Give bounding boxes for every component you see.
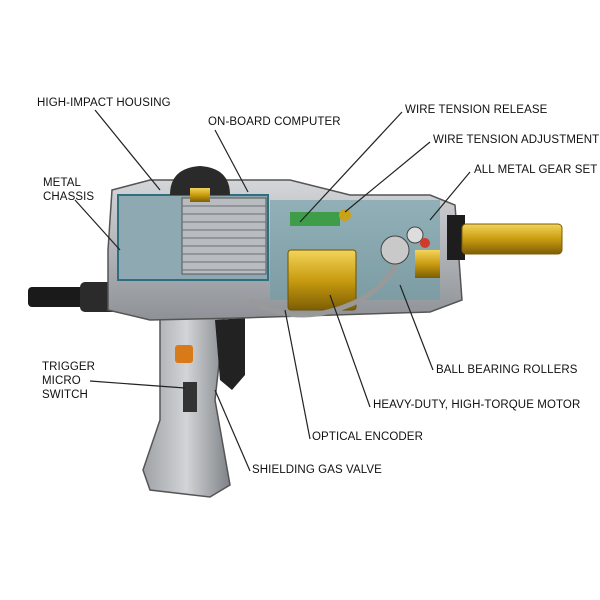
label-high-impact-housing: HIGH-IMPACT HOUSING (37, 97, 171, 109)
label-optical-encoder: OPTICAL ENCODER (312, 431, 423, 443)
label-shielding-gas-valve: SHIELDING GAS VALVE (252, 464, 382, 476)
motor (287, 249, 357, 311)
label-trigger-line2: MICRO (42, 375, 81, 387)
leader-lines (74, 109, 471, 472)
nozzle (461, 223, 563, 255)
wire-spool (181, 197, 267, 275)
label-all-metal-gear-set: ALL METAL GEAR SET (474, 164, 598, 176)
label-motor: HEAVY-DUTY, HIGH-TORQUE MOTOR (373, 399, 581, 411)
label-metal-chassis-line2: CHASSIS (43, 191, 95, 203)
trigger-micro-switch (183, 382, 197, 412)
gear-set (380, 235, 410, 265)
label-wire-tension-adjustment: WIRE TENSION ADJUSTMENT (433, 134, 600, 146)
label-trigger-line1: TRIGGER (42, 361, 96, 373)
spool-knob (170, 166, 230, 195)
label-wire-tension-release: WIRE TENSION RELEASE (405, 104, 548, 116)
label-on-board-computer: ON-BOARD COMPUTER (208, 116, 341, 128)
label-trigger-line3: SWITCH (42, 389, 88, 401)
label-metal-chassis-line1: METAL (43, 177, 81, 189)
label-ball-bearing-rollers: BALL BEARING ROLLERS (436, 364, 578, 376)
